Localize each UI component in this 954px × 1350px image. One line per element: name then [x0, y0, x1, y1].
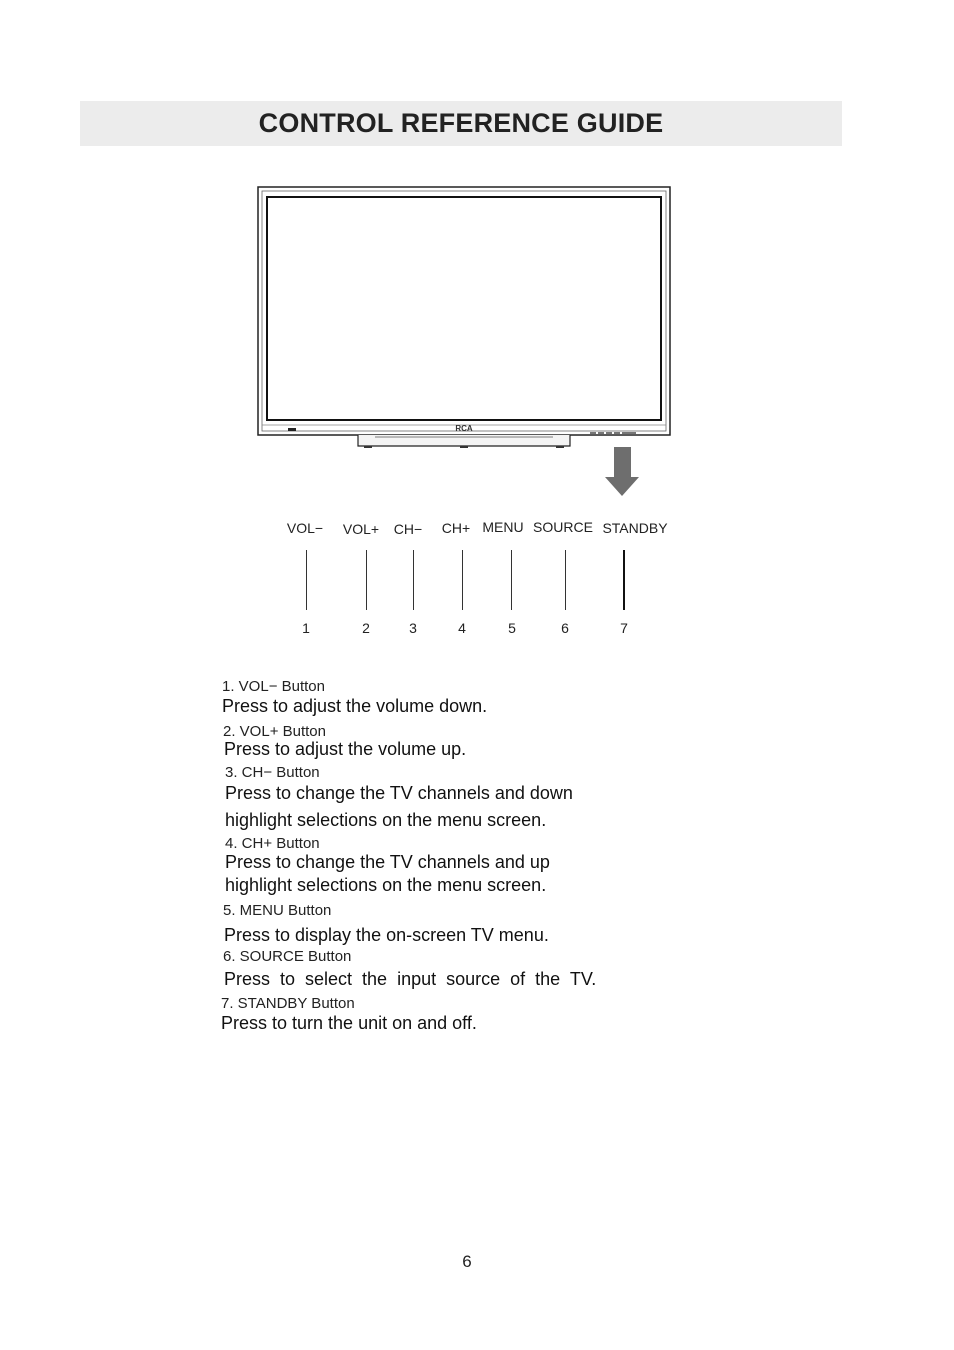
page-title: CONTROL REFERENCE GUIDE	[258, 108, 664, 138]
button-number: 1	[302, 620, 310, 636]
button-number: 5	[508, 620, 516, 636]
leader-line	[462, 550, 463, 610]
button-number: 3	[409, 620, 417, 636]
description-text: highlight selections on the menu screen.	[225, 810, 547, 830]
description-heading-vol-plus: 2. VOL+ Button	[223, 723, 326, 740]
button-label-ch-plus: CH+	[441, 520, 471, 536]
tv-screen	[266, 196, 662, 421]
button-label-vol-plus: VOL+	[342, 521, 380, 537]
button-label-standby: STANDBY	[602, 520, 668, 536]
tv-illustration: RCA	[257, 186, 671, 496]
leader-line	[366, 550, 367, 610]
description-heading-menu: 5. MENU Button	[223, 902, 332, 919]
leader-line	[306, 550, 307, 610]
button-label-source: SOURCE	[533, 519, 593, 535]
page-number: 6	[462, 1252, 472, 1271]
description-text: Press to adjust the volume down.	[222, 696, 488, 716]
button-number: 2	[362, 620, 370, 636]
description-text: highlight selections on the menu screen.	[225, 875, 547, 895]
description-text: Press to change the TV channels and up	[225, 852, 550, 872]
description-text: Press to select the input source of the …	[224, 969, 597, 989]
description-heading-vol-minus: 1. VOL− Button	[222, 678, 325, 695]
arrow-down-icon	[605, 447, 639, 496]
description-text: Press to turn the unit on and off.	[221, 1013, 477, 1033]
button-number: 4	[458, 620, 466, 636]
button-label-ch-minus: CH−	[393, 521, 423, 537]
description-text: Press to adjust the volume up.	[224, 739, 467, 759]
leader-line	[623, 550, 625, 610]
description-heading-ch-plus: 4. CH+ Button	[225, 835, 320, 852]
power-indicator	[288, 428, 296, 431]
description-text: Press to display the on-screen TV menu.	[224, 925, 549, 945]
leader-line	[565, 550, 566, 610]
button-number: 7	[620, 620, 628, 636]
leader-line	[511, 550, 512, 610]
leader-line	[413, 550, 414, 610]
button-label-vol-minus: VOL−	[286, 520, 324, 536]
button-label-menu: MENU	[482, 519, 524, 535]
rca-logo: RCA	[455, 424, 473, 433]
description-heading-source: 6. SOURCE Button	[223, 948, 352, 965]
description-heading-ch-minus: 3. CH− Button	[225, 764, 320, 781]
description-text: Press to change the TV channels and down	[225, 783, 573, 803]
button-number: 6	[561, 620, 569, 636]
title-bar: CONTROL REFERENCE GUIDE	[80, 101, 842, 146]
description-heading-standby: 7. STANDBY Button	[221, 995, 355, 1012]
